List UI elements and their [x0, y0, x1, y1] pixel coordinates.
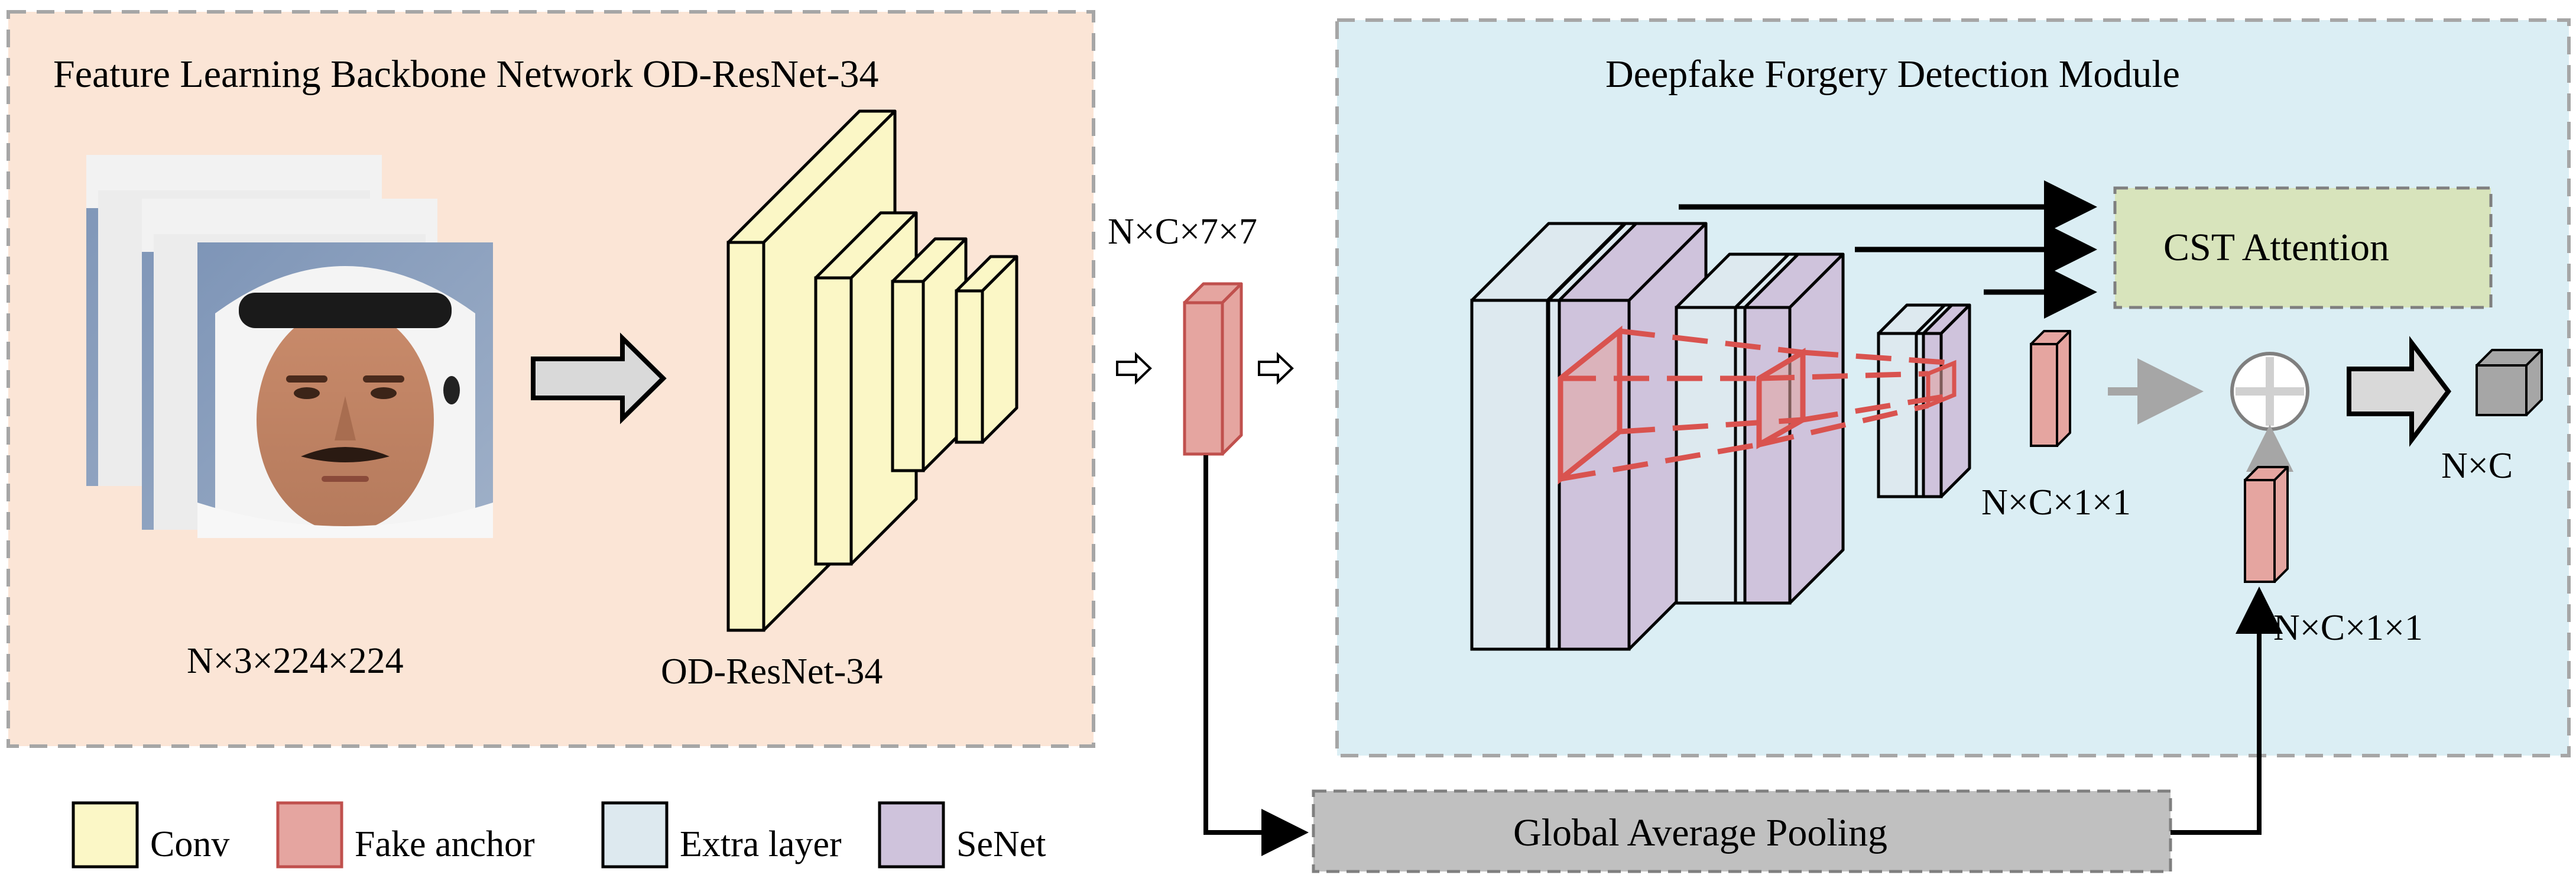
fake-anchor-block	[2030, 330, 2071, 447]
legend-swatch	[878, 801, 945, 869]
legend-swatch	[72, 801, 139, 869]
legend-item-extra-layer: Extra layer	[601, 801, 842, 869]
odresnet-blocks	[726, 109, 1018, 632]
fake-anchor-cube	[2030, 330, 2071, 447]
attention-input-arrows	[1679, 180, 2097, 319]
anchor-projection-line	[1802, 349, 1955, 366]
conv-block-4	[955, 255, 1018, 444]
detection-panel: Deepfake Forgery Detection Module CST At…	[1335, 18, 2571, 757]
pooled-feature-block	[2244, 466, 2289, 583]
input-face-stack	[86, 155, 493, 538]
network-label: OD-ResNet-34	[661, 652, 883, 692]
pooled-feature-cube	[2244, 466, 2289, 583]
output-block	[2476, 349, 2543, 416]
cst-attention-label: CST Attention	[2163, 226, 2389, 269]
legend-item-conv: Conv	[72, 801, 229, 869]
anchor-projection-line	[1759, 371, 1929, 381]
output-cube-icon	[2476, 349, 2543, 416]
legend: Conv Fake anchor Extra layer SeNet	[72, 801, 1046, 869]
legend-item-senet: SeNet	[878, 801, 1046, 869]
cst-attention-box	[2113, 186, 2493, 309]
conv-block-3	[891, 237, 968, 472]
legend-label: SeNet	[956, 824, 1046, 864]
feature-to-pooling-connector	[1203, 455, 1309, 856]
legend-label: Extra layer	[680, 824, 842, 864]
anchor-projection-line	[1758, 403, 1929, 448]
legend-label: Conv	[150, 824, 229, 864]
backbone-title: Feature Learning Backbone Network OD-Res…	[53, 53, 879, 96]
sum-to-output-arrow	[2347, 336, 2452, 447]
anchor-projection-line	[1619, 417, 1803, 435]
input-dims-label: N×3×224×224	[187, 641, 404, 681]
feature-map-cube	[1183, 282, 1243, 456]
pooling-to-anchor-connector	[2171, 587, 2283, 835]
anchor-projection-line	[1802, 392, 1955, 423]
feature-map-dims-label: N×C×7×7	[1108, 212, 1257, 252]
pooling-branch: Global Average Pooling	[1203, 455, 2283, 873]
pooled-dims-label: N×C×1×1	[2273, 608, 2423, 648]
output-dims-label: N×C	[2441, 446, 2513, 486]
face-image-icon	[197, 242, 493, 538]
input-to-network-arrow	[531, 332, 667, 425]
legend-item-fake-anchor: Fake anchor	[276, 801, 535, 869]
backbone-panel: Feature Learning Backbone Network OD-Res…	[7, 10, 1095, 748]
legend-label: Fake anchor	[355, 824, 535, 864]
feature-map-in-arrow	[1116, 352, 1152, 385]
legend-swatch	[276, 801, 343, 869]
anchor-region-3	[1926, 359, 1957, 409]
plus-circle-icon	[2230, 352, 2309, 431]
global-average-pooling-label: Global Average Pooling	[1513, 811, 1887, 854]
detection-title: Deepfake Forgery Detection Module	[1605, 53, 2180, 96]
feature-map-block	[1183, 282, 1243, 456]
anchor-projection-line	[1560, 442, 1760, 482]
anchor-dims-label: N×C×1×1	[1981, 482, 2131, 523]
legend-swatch	[601, 801, 669, 869]
feature-map: N×C×7×7	[1108, 212, 1294, 456]
anchor-projection-lines	[1558, 325, 1957, 485]
global-average-pooling-box	[1312, 789, 2172, 873]
feature-map-out-arrow	[1258, 352, 1294, 385]
anchor-projection-line	[1619, 328, 1803, 355]
